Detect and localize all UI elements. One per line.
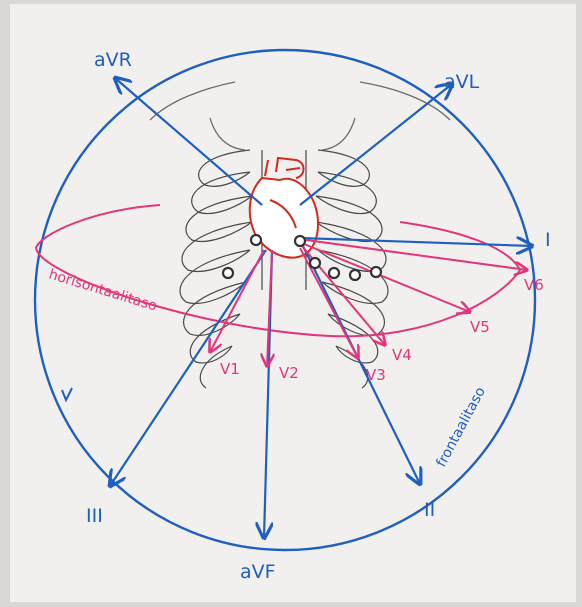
label-avl: aVL: [444, 71, 480, 93]
electrode-v4: [310, 258, 320, 268]
label-v2: V2: [279, 364, 299, 382]
electrode-v3: [223, 268, 233, 278]
label-v4: V4: [392, 346, 412, 364]
label-iii: III: [86, 505, 103, 527]
electrode-v2: [295, 236, 305, 246]
electrode-v1: [251, 235, 261, 245]
label-avr: aVR: [94, 49, 132, 71]
label-v6: V6: [524, 276, 544, 294]
label-i: I: [545, 229, 551, 251]
label-v5: V5: [470, 318, 490, 336]
label-v3: V3: [366, 366, 386, 384]
label-ii: II: [424, 499, 435, 521]
label-v1: V1: [220, 360, 240, 378]
electrode-v6: [350, 270, 360, 280]
label-avf: aVF: [240, 561, 276, 583]
electrode-v5: [329, 268, 339, 278]
electrode-v7: [371, 267, 381, 277]
